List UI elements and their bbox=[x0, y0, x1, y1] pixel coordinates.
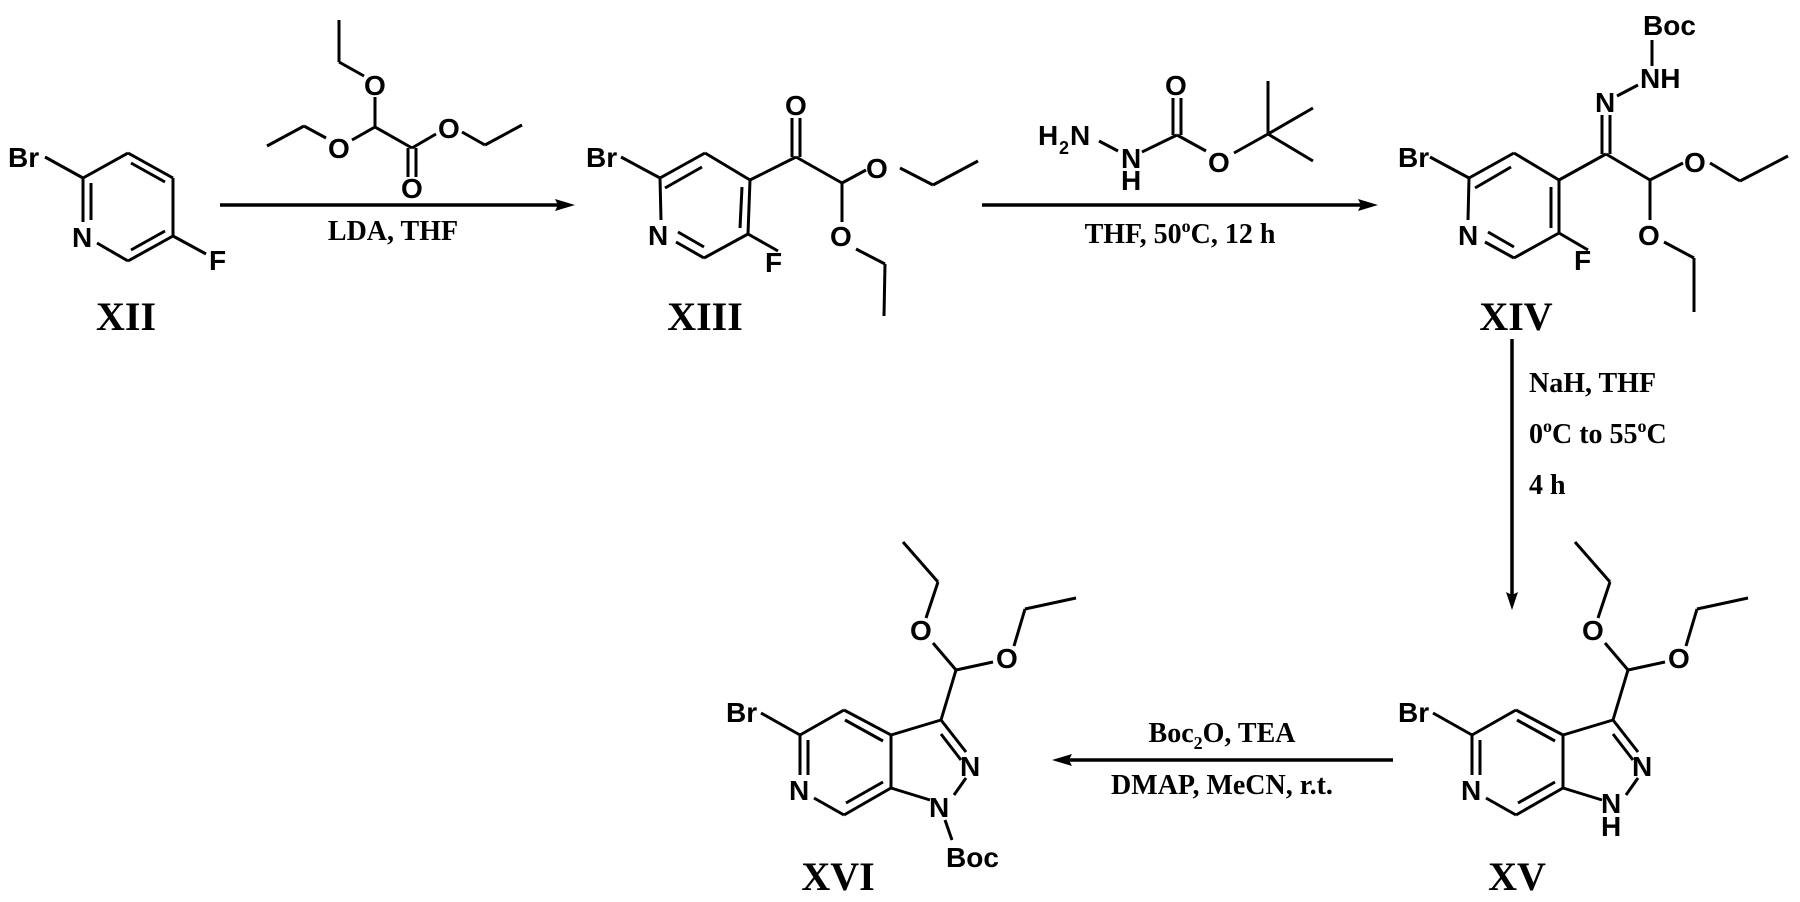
atom-n: N bbox=[648, 220, 668, 251]
atom-n: N bbox=[929, 792, 949, 823]
conditions-step-4-above: Boc2O, TEA bbox=[1149, 718, 1297, 753]
reaction-arrow-1 bbox=[220, 199, 575, 211]
conditions-text: C bbox=[1647, 419, 1667, 450]
atom-o: O bbox=[1165, 70, 1187, 101]
atom-n: N bbox=[72, 222, 92, 253]
atom-o: O bbox=[438, 113, 460, 144]
conditions-text: THF, 50 bbox=[1085, 219, 1182, 250]
degree-symbol: o bbox=[1638, 416, 1647, 436]
reagent-ethyl-diethoxyacetate: O O O O bbox=[266, 20, 523, 204]
compound-label-xvi: XVI bbox=[801, 854, 874, 899]
degree-symbol: o bbox=[1182, 216, 1191, 236]
compound-label-xiv: XIV bbox=[1479, 294, 1552, 339]
atom-o: O bbox=[401, 173, 423, 204]
degree-symbol: o bbox=[1543, 416, 1552, 436]
compound-xv: Br N N N H O O XV bbox=[1398, 541, 1749, 899]
compound-label-xv: XV bbox=[1488, 854, 1546, 899]
atom-o: O bbox=[830, 221, 852, 252]
atom-h: H bbox=[1121, 165, 1141, 196]
reaction-arrow-4 bbox=[1052, 754, 1393, 766]
atom-f: F bbox=[765, 247, 782, 278]
compound-label-xiii: XIII bbox=[667, 294, 743, 339]
atom-o: O bbox=[910, 615, 932, 646]
atom-n: N bbox=[1461, 775, 1481, 806]
compound-label-xii: XII bbox=[96, 294, 156, 339]
atom-o: O bbox=[1582, 615, 1604, 646]
atom-n: N bbox=[960, 751, 980, 782]
atom-n: N bbox=[1458, 220, 1478, 251]
conditions-line-1: NaH, THF bbox=[1529, 368, 1656, 399]
compound-xii: Br N F XII bbox=[8, 142, 226, 339]
atom-o: O bbox=[1684, 147, 1706, 178]
conditions-step-3: NaH, THF 0oC to 55oC 4 h bbox=[1529, 368, 1667, 501]
conditions-text: 0 bbox=[1529, 419, 1543, 450]
atom-o: O bbox=[785, 90, 807, 121]
atom-f: F bbox=[209, 245, 226, 276]
atom-f: F bbox=[1574, 245, 1591, 276]
atom-n: N bbox=[1601, 788, 1621, 819]
atom-o: O bbox=[1208, 147, 1230, 178]
atom-h: H bbox=[1601, 811, 1621, 842]
atom-nh: NH bbox=[1640, 63, 1680, 94]
atom-br: Br bbox=[1398, 142, 1429, 173]
compound-xiv: Br N F N NH Boc O O XIV bbox=[1398, 10, 1789, 339]
reaction-arrow-3 bbox=[1506, 339, 1518, 610]
conditions-text: C, 12 h bbox=[1191, 219, 1276, 250]
atom-o: O bbox=[328, 133, 350, 164]
atom-n: N bbox=[1632, 751, 1652, 782]
compound-xvi: Br N N N Boc O O XVI bbox=[726, 541, 1077, 899]
conditions-text: C to 55 bbox=[1552, 419, 1638, 450]
conditions-step-1: LDA, THF bbox=[328, 216, 458, 247]
atom-boc: Boc bbox=[1643, 10, 1696, 41]
conditions-text: Boc bbox=[1149, 718, 1194, 749]
atom-n-imine: N bbox=[1595, 87, 1615, 118]
atom-o: O bbox=[1668, 643, 1690, 674]
atom-o: O bbox=[866, 153, 888, 184]
atom-br: Br bbox=[1398, 697, 1429, 728]
atom-o: O bbox=[364, 70, 386, 101]
compound-xii-bonds bbox=[44, 151, 207, 263]
reaction-arrow-2 bbox=[982, 199, 1378, 211]
atom-n: N bbox=[1121, 143, 1141, 174]
compound-xiii: Br N F O O O XIII bbox=[586, 90, 979, 339]
conditions-line-2: 0oC to 55oC bbox=[1529, 416, 1667, 450]
atom-o: O bbox=[1638, 220, 1660, 251]
atom-br: Br bbox=[8, 142, 39, 173]
conditions-text: O, TEA bbox=[1203, 718, 1297, 749]
conditions-step-4-below: DMAP, MeCN, r.t. bbox=[1111, 770, 1333, 801]
atom-boc: Boc bbox=[946, 842, 999, 873]
reagent-tert-butyl-carbazate: H 2 N N H O O bbox=[1038, 70, 1314, 196]
conditions-step-2: THF, 50oC, 12 h bbox=[1085, 216, 1276, 250]
subscript-2: 2 bbox=[1194, 733, 1203, 753]
atom-h: H bbox=[1038, 120, 1058, 151]
atom-n: N bbox=[789, 775, 809, 806]
atom-br: Br bbox=[586, 142, 617, 173]
atom-o: O bbox=[996, 643, 1018, 674]
conditions-line-3: 4 h bbox=[1529, 470, 1566, 501]
atom-br: Br bbox=[726, 697, 757, 728]
atom-n: N bbox=[1070, 120, 1090, 151]
atom-subscript-2: 2 bbox=[1059, 138, 1069, 158]
